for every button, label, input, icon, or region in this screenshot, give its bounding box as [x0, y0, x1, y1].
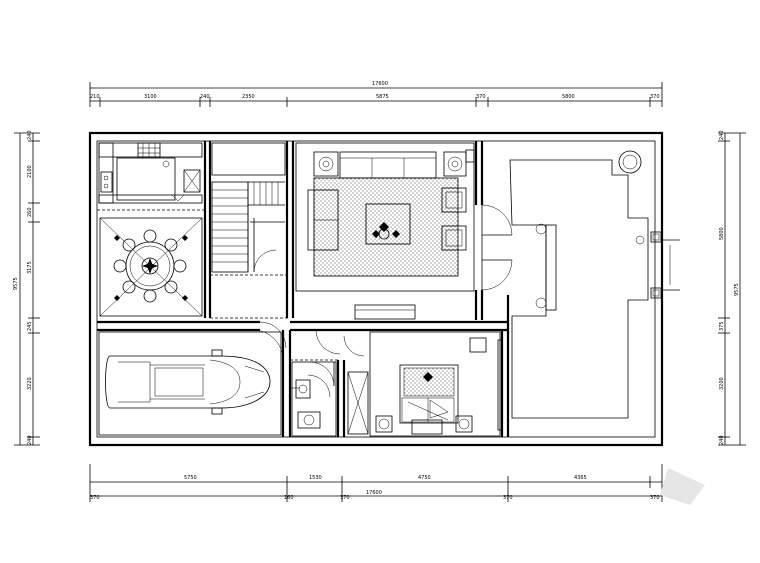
bottom-dimension-chain: 5750 1530 4750 4365 17600 370 160 370 37…: [89, 464, 663, 502]
kitchen: [98, 142, 203, 204]
terrace-double-door: [481, 204, 513, 291]
bottom-tick-5: 370: [650, 495, 660, 501]
terrace-planter: [618, 150, 642, 174]
bottom-dim-1: 5750: [184, 475, 197, 481]
left-overall-dim: 9575: [13, 277, 19, 290]
top-dim-3: 240: [200, 94, 210, 100]
bottom-tick-2: 160: [284, 495, 294, 501]
car-icon: [105, 349, 271, 415]
dining-table-icon: [113, 229, 187, 303]
right-dim-5: 240: [719, 435, 725, 445]
right-dimension-chain: 9575 240 5800 375 3200 240: [718, 130, 746, 446]
closet: [347, 371, 369, 435]
bottom-tick-4: 370: [503, 495, 513, 501]
left-dim-6: 3220: [27, 377, 33, 390]
armchair-2: [441, 225, 467, 251]
bottom-overall-dim: 17600: [366, 490, 382, 496]
bathroom: [291, 335, 365, 437]
left-dim-7: 240: [27, 435, 33, 445]
terrace: [509, 150, 680, 419]
dining-area: [99, 194, 203, 317]
outer-walls: [88, 131, 664, 447]
left-dim-2: 2100: [27, 165, 33, 178]
tv-cabinet: [354, 304, 416, 320]
living-room: [295, 142, 475, 320]
staircase: [211, 142, 286, 273]
fridge-icon: [183, 169, 201, 193]
top-dim-8: 370: [650, 94, 660, 100]
bottom-tick-1: 370: [90, 495, 100, 501]
sink-icon: [100, 171, 113, 193]
top-dim-4: 2350: [242, 94, 255, 100]
sofa-top: [339, 151, 437, 179]
side-table-2: [443, 151, 467, 177]
top-dim-7: 5800: [562, 94, 575, 100]
bottom-dim-3: 4750: [418, 475, 431, 481]
side-table-1: [313, 151, 339, 177]
bedroom: [369, 331, 503, 437]
right-dim-1: 240: [719, 130, 725, 140]
right-dim-3: 375: [719, 321, 725, 331]
sink-bath-icon: [295, 379, 311, 399]
top-overall-dim: 17600: [372, 81, 388, 87]
bed-icon: [399, 364, 459, 424]
dashed-opening-lines: [97, 209, 340, 361]
interior-walls: [97, 141, 510, 437]
bottom-tick-3: 370: [340, 495, 350, 501]
bottom-dim-4: 4365: [574, 475, 587, 481]
top-dim-1: 210: [90, 94, 100, 100]
right-overall-dim: 9575: [734, 283, 740, 296]
left-dimension-chain: 9575 240 2100 260 3175 245 3220 240: [13, 130, 40, 446]
garage: [98, 329, 284, 436]
corridor-doors: [259, 321, 341, 398]
top-dimension-chain: 17600 210 3100 240 2350 5875 370 5800 37…: [89, 81, 663, 107]
right-dim-2: 5800: [719, 227, 725, 240]
left-dim-3: 260: [27, 207, 33, 217]
nightstand-1: [375, 415, 393, 433]
toilet-icon: [297, 411, 321, 429]
desk-icon: [469, 337, 487, 353]
bottom-dim-2: 1530: [309, 475, 322, 481]
nightstand-2: [455, 415, 473, 433]
top-dim-6: 370: [476, 94, 486, 100]
armchair-1: [441, 187, 467, 213]
plant-icon: [465, 149, 475, 163]
left-dim-1: 240: [27, 130, 33, 140]
top-dim-5: 5875: [376, 94, 389, 100]
right-dim-4: 3200: [719, 377, 725, 390]
left-dim-5: 245: [27, 321, 33, 331]
left-dim-4: 3175: [27, 261, 33, 274]
coffee-table: [365, 203, 411, 245]
top-dim-2: 3100: [144, 94, 157, 100]
corner-shadow: [660, 468, 705, 505]
